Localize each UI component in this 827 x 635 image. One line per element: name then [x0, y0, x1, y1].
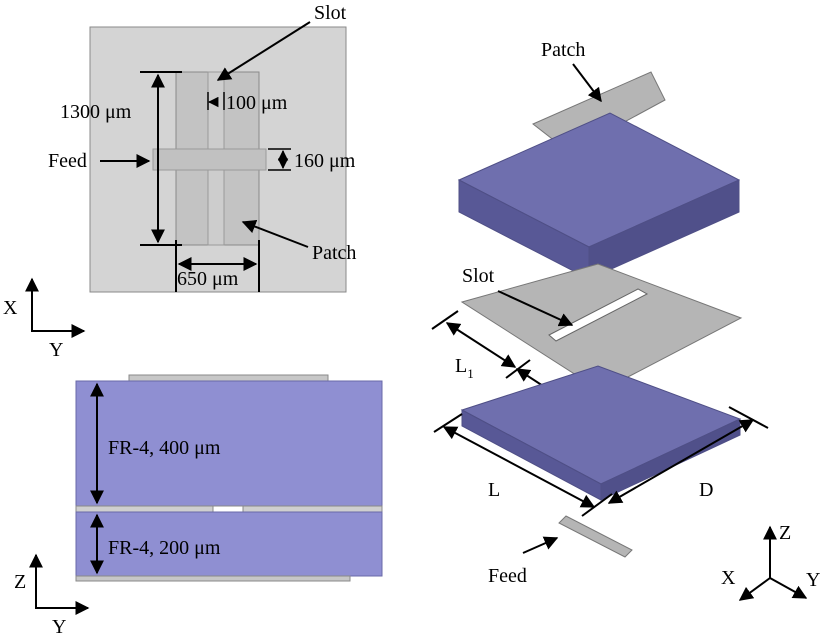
exploded-patch-label: Patch: [541, 39, 585, 61]
top-view-axes: X Y: [3, 277, 86, 361]
l-d-tick-corner: [581, 493, 613, 517]
l1-dimension-arrow: [445, 322, 517, 368]
d-tick-right: [728, 406, 769, 429]
top-patch-metal: [128, 374, 329, 382]
side-view-axes: Z Y: [14, 553, 90, 635]
patch-width-label: 650 μm: [177, 268, 239, 290]
exploded-feed-arrow: [522, 536, 559, 554]
axis-y-label-3d: Y: [806, 569, 820, 591]
axis-z-label: Z: [14, 571, 26, 593]
axis-x-label: X: [3, 297, 18, 319]
length-label: 1300 μm: [60, 101, 132, 123]
feed-line-metal: [75, 575, 351, 582]
exploded-slot-arrow: [497, 290, 574, 327]
exploded-feed-line: [558, 515, 633, 558]
side-slot-gap: [212, 505, 244, 513]
top-view: Slot 100 μm 1300 μm Feed 160 μm Patch 65…: [3, 2, 356, 361]
patch-label: Patch: [312, 242, 356, 264]
bottom-layer-label: FR-4, 200 μm: [108, 537, 221, 559]
exploded-view: Patch Slot L1 L2 L D Feed: [431, 39, 820, 601]
axis-x-label-3d: X: [721, 567, 736, 589]
slot-pointer-arrow: [216, 21, 311, 81]
exploded-view-axes: Z X Y: [721, 522, 820, 601]
side-view: FR-4, 400 μm FR-4, 200 μm Z Y: [14, 374, 383, 635]
patch-pointer-arrow: [241, 219, 309, 248]
d-dimension-arrow: [607, 419, 755, 504]
slot-width-label: 100 μm: [226, 92, 288, 114]
lower-substrate-top-face: [460, 365, 742, 485]
l-dimension-arrow: [442, 426, 596, 508]
exploded-patch-arrow: [572, 63, 602, 103]
l-tick-left: [433, 413, 463, 433]
exploded-ground-plane: [460, 263, 743, 392]
feed-label: Feed: [48, 150, 87, 172]
top-layer-label: FR-4, 400 μm: [108, 437, 221, 459]
axis-y-label: Y: [49, 339, 63, 361]
axis-y-arrow-3d: [769, 577, 808, 599]
axis-x-arrow-3d: [738, 577, 771, 601]
exploded-feed-label: Feed: [488, 565, 527, 587]
l-label: L: [488, 479, 500, 501]
feed-width-label: 160 μm: [294, 150, 356, 172]
axis-y-label-side: Y: [52, 616, 66, 635]
substrate-top-layer: [75, 380, 383, 507]
axis-z-label-3d: Z: [779, 522, 791, 544]
exploded-slot-label: Slot: [462, 265, 495, 287]
feed-line: [152, 148, 267, 171]
d-label: D: [699, 479, 713, 501]
l1-tick-left: [431, 310, 459, 330]
l1-label: L1: [455, 355, 474, 381]
exploded-slot: [548, 288, 649, 342]
slot-label: Slot: [314, 2, 347, 24]
